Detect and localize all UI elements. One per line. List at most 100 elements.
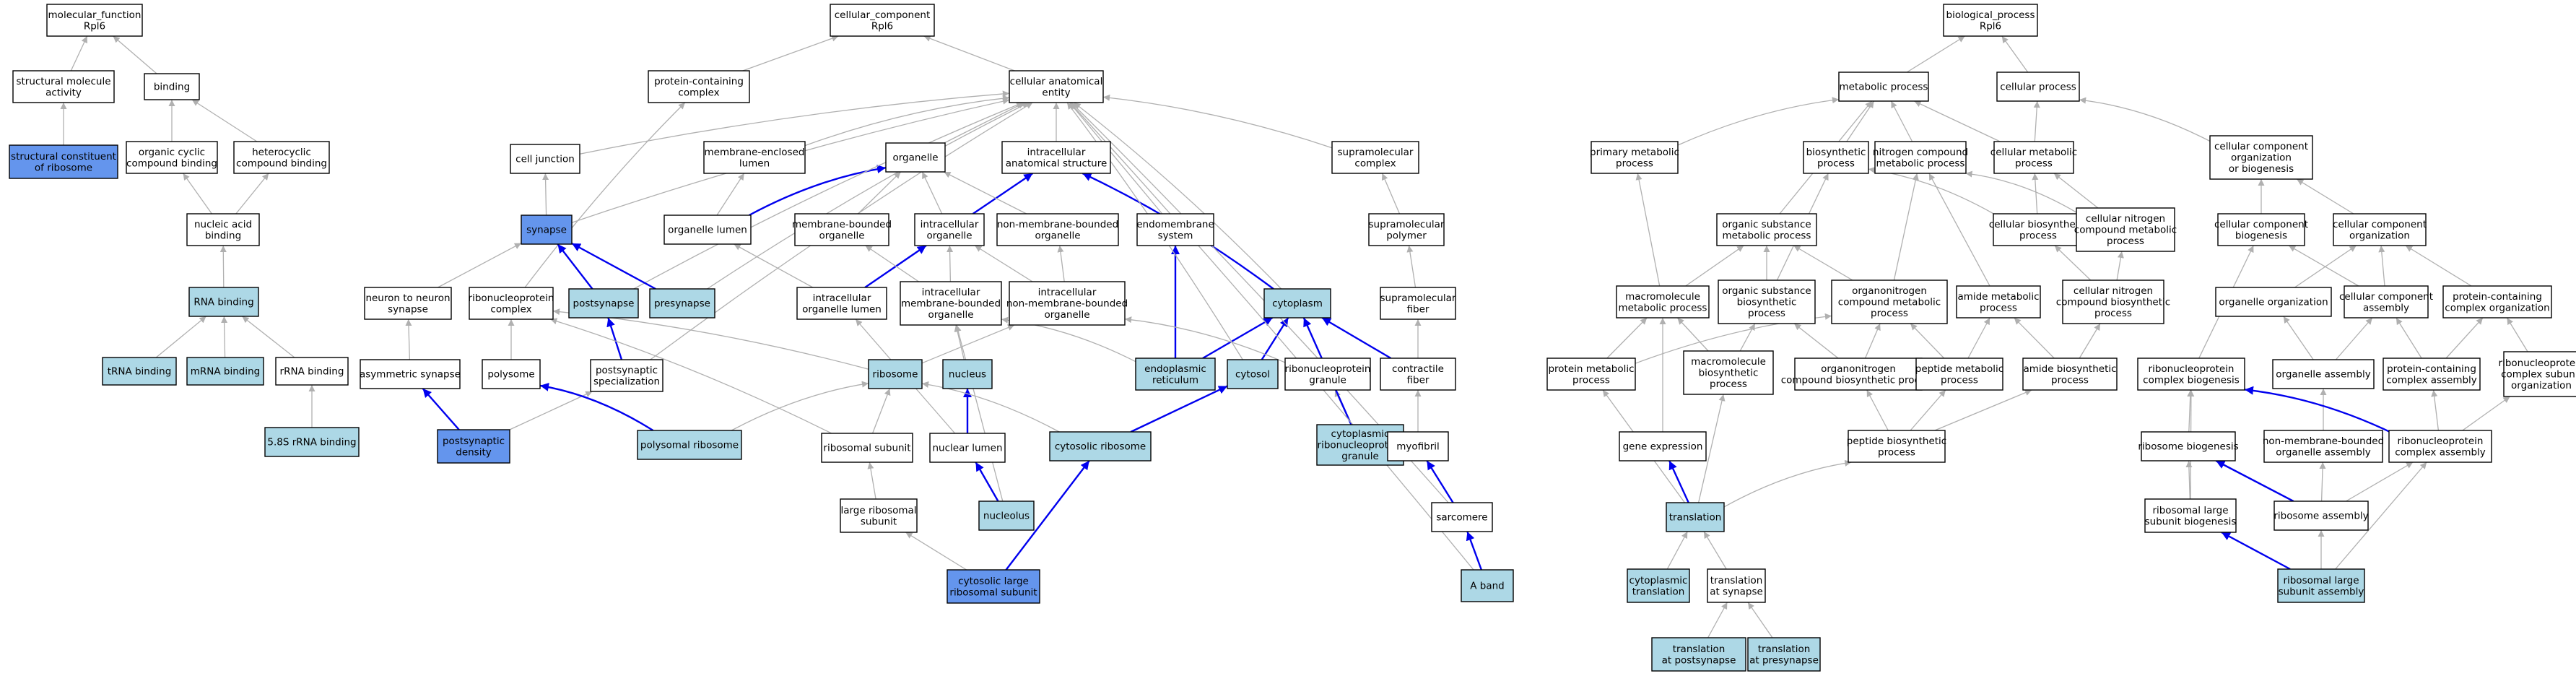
node-ge[interactable]: gene expression [1619,431,1707,462]
node-sarc[interactable]: sarcomere [1431,502,1493,532]
node-org[interactable]: organelle [885,142,946,173]
node-cr[interactable]: cytosolic ribosome [1049,431,1152,462]
node-rnab[interactable]: RNA binding [188,287,259,317]
node-transl[interactable]: translation [1666,502,1725,532]
node-rrnab[interactable]: rRNA binding [275,357,349,386]
node-nucl[interactable]: nucleolus [978,500,1035,531]
node-nl[interactable]: nuclear lumen [929,433,1006,463]
node-syn[interactable]: synapse [521,214,573,245]
node-r58s[interactable]: 5.8S rRNA binding [264,427,360,457]
node-orgl[interactable]: organelle lumen [663,214,752,245]
node-aband[interactable]: A band [1461,569,1514,602]
node-cp[interactable]: cellular process [1996,72,2080,102]
node-bind[interactable]: binding [144,73,200,100]
node-poly[interactable]: polysome [482,359,541,389]
node-rb[interactable]: ribosome biogenesis [2138,431,2239,462]
node-mp[interactable]: metabolic process [1838,72,1929,102]
node-pre[interactable]: presynapse [649,288,715,318]
node-ra[interactable]: ribosome assembly [2273,500,2369,531]
node-mrnab[interactable]: mRNA binding [186,357,264,386]
node-myo[interactable]: myofibril [1387,431,1449,462]
node-polyr[interactable]: polysomal ribosome [637,430,742,460]
node-oa[interactable]: organelle assembly [2272,359,2375,389]
node-asyn[interactable]: asymmetric synapse [360,359,461,389]
node-oo[interactable]: organelle organization [2215,287,2332,317]
node-cytosol[interactable]: cytosol [1227,359,1279,389]
node-cj[interactable]: cell junction [510,144,580,174]
node-ribo[interactable]: ribosome [868,359,923,389]
node-trnab[interactable]: tRNA binding [102,357,177,386]
node-rsu[interactable]: ribosomal subunit [821,433,913,463]
node-nuc[interactable]: nucleus [942,359,993,389]
node-post[interactable]: postsynapse [568,288,639,318]
node-cyto[interactable]: cytoplasm [1263,288,1331,318]
